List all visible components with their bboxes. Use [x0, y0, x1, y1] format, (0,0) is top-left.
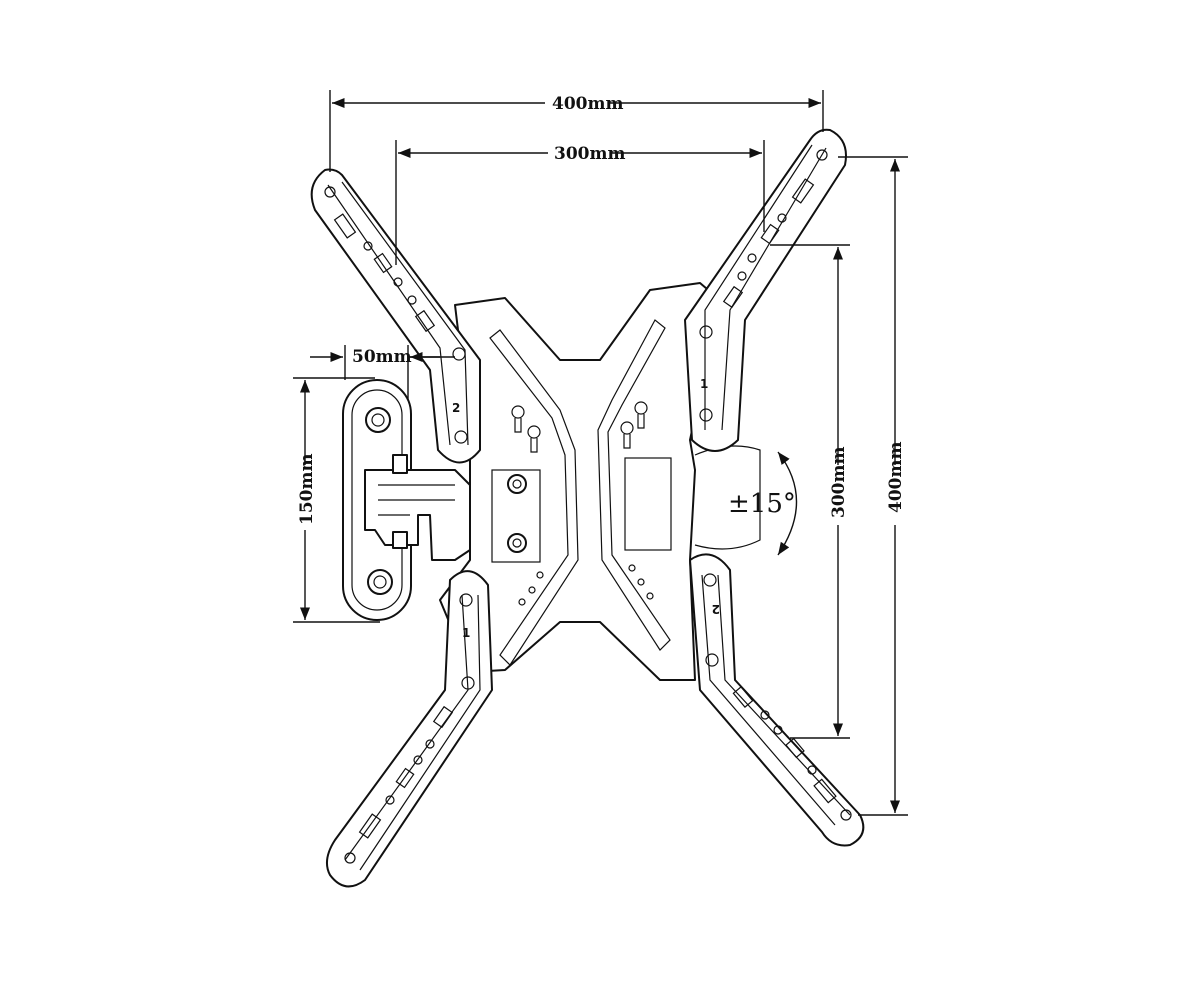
dimension-right-outer: 400mm	[838, 156, 908, 816]
tilt-indicator: ±15°	[728, 451, 798, 556]
plate-cutout	[624, 457, 672, 551]
arm-number: 1	[462, 626, 470, 640]
dimension-label: 300mm	[554, 144, 625, 164]
wall-bracket	[342, 379, 471, 621]
arm-number: 2	[712, 602, 720, 616]
dimension-label: 50mm	[352, 347, 412, 367]
arm-number: 1	[700, 377, 708, 391]
dimension-bracket-height: 150mm	[293, 377, 380, 623]
arm-lower-left: 1	[325, 570, 493, 888]
arm-upper-left: 2	[310, 168, 481, 464]
dimension-top-outer: 400mm	[329, 90, 824, 172]
dimension-arm-offset: 50mm	[310, 345, 455, 400]
keyhole-icon	[620, 401, 648, 449]
dimension-label: 300mm	[829, 447, 849, 518]
dimension-label: 150mm	[297, 454, 317, 525]
arm-upper-right: 1	[684, 128, 847, 452]
dimension-right-inner: 300mm	[770, 244, 850, 739]
dimension-label: 400mm	[552, 94, 623, 114]
arm-lower-right: 2	[689, 553, 865, 847]
arm-number: 2	[452, 401, 460, 415]
tilt-label: ±15°	[728, 489, 796, 519]
central-plate	[439, 282, 761, 681]
keyhole-icon	[511, 405, 541, 453]
dimension-label: 400mm	[886, 442, 906, 513]
bolt-block	[491, 469, 541, 563]
dimension-top-inner: 300mm	[395, 140, 765, 265]
